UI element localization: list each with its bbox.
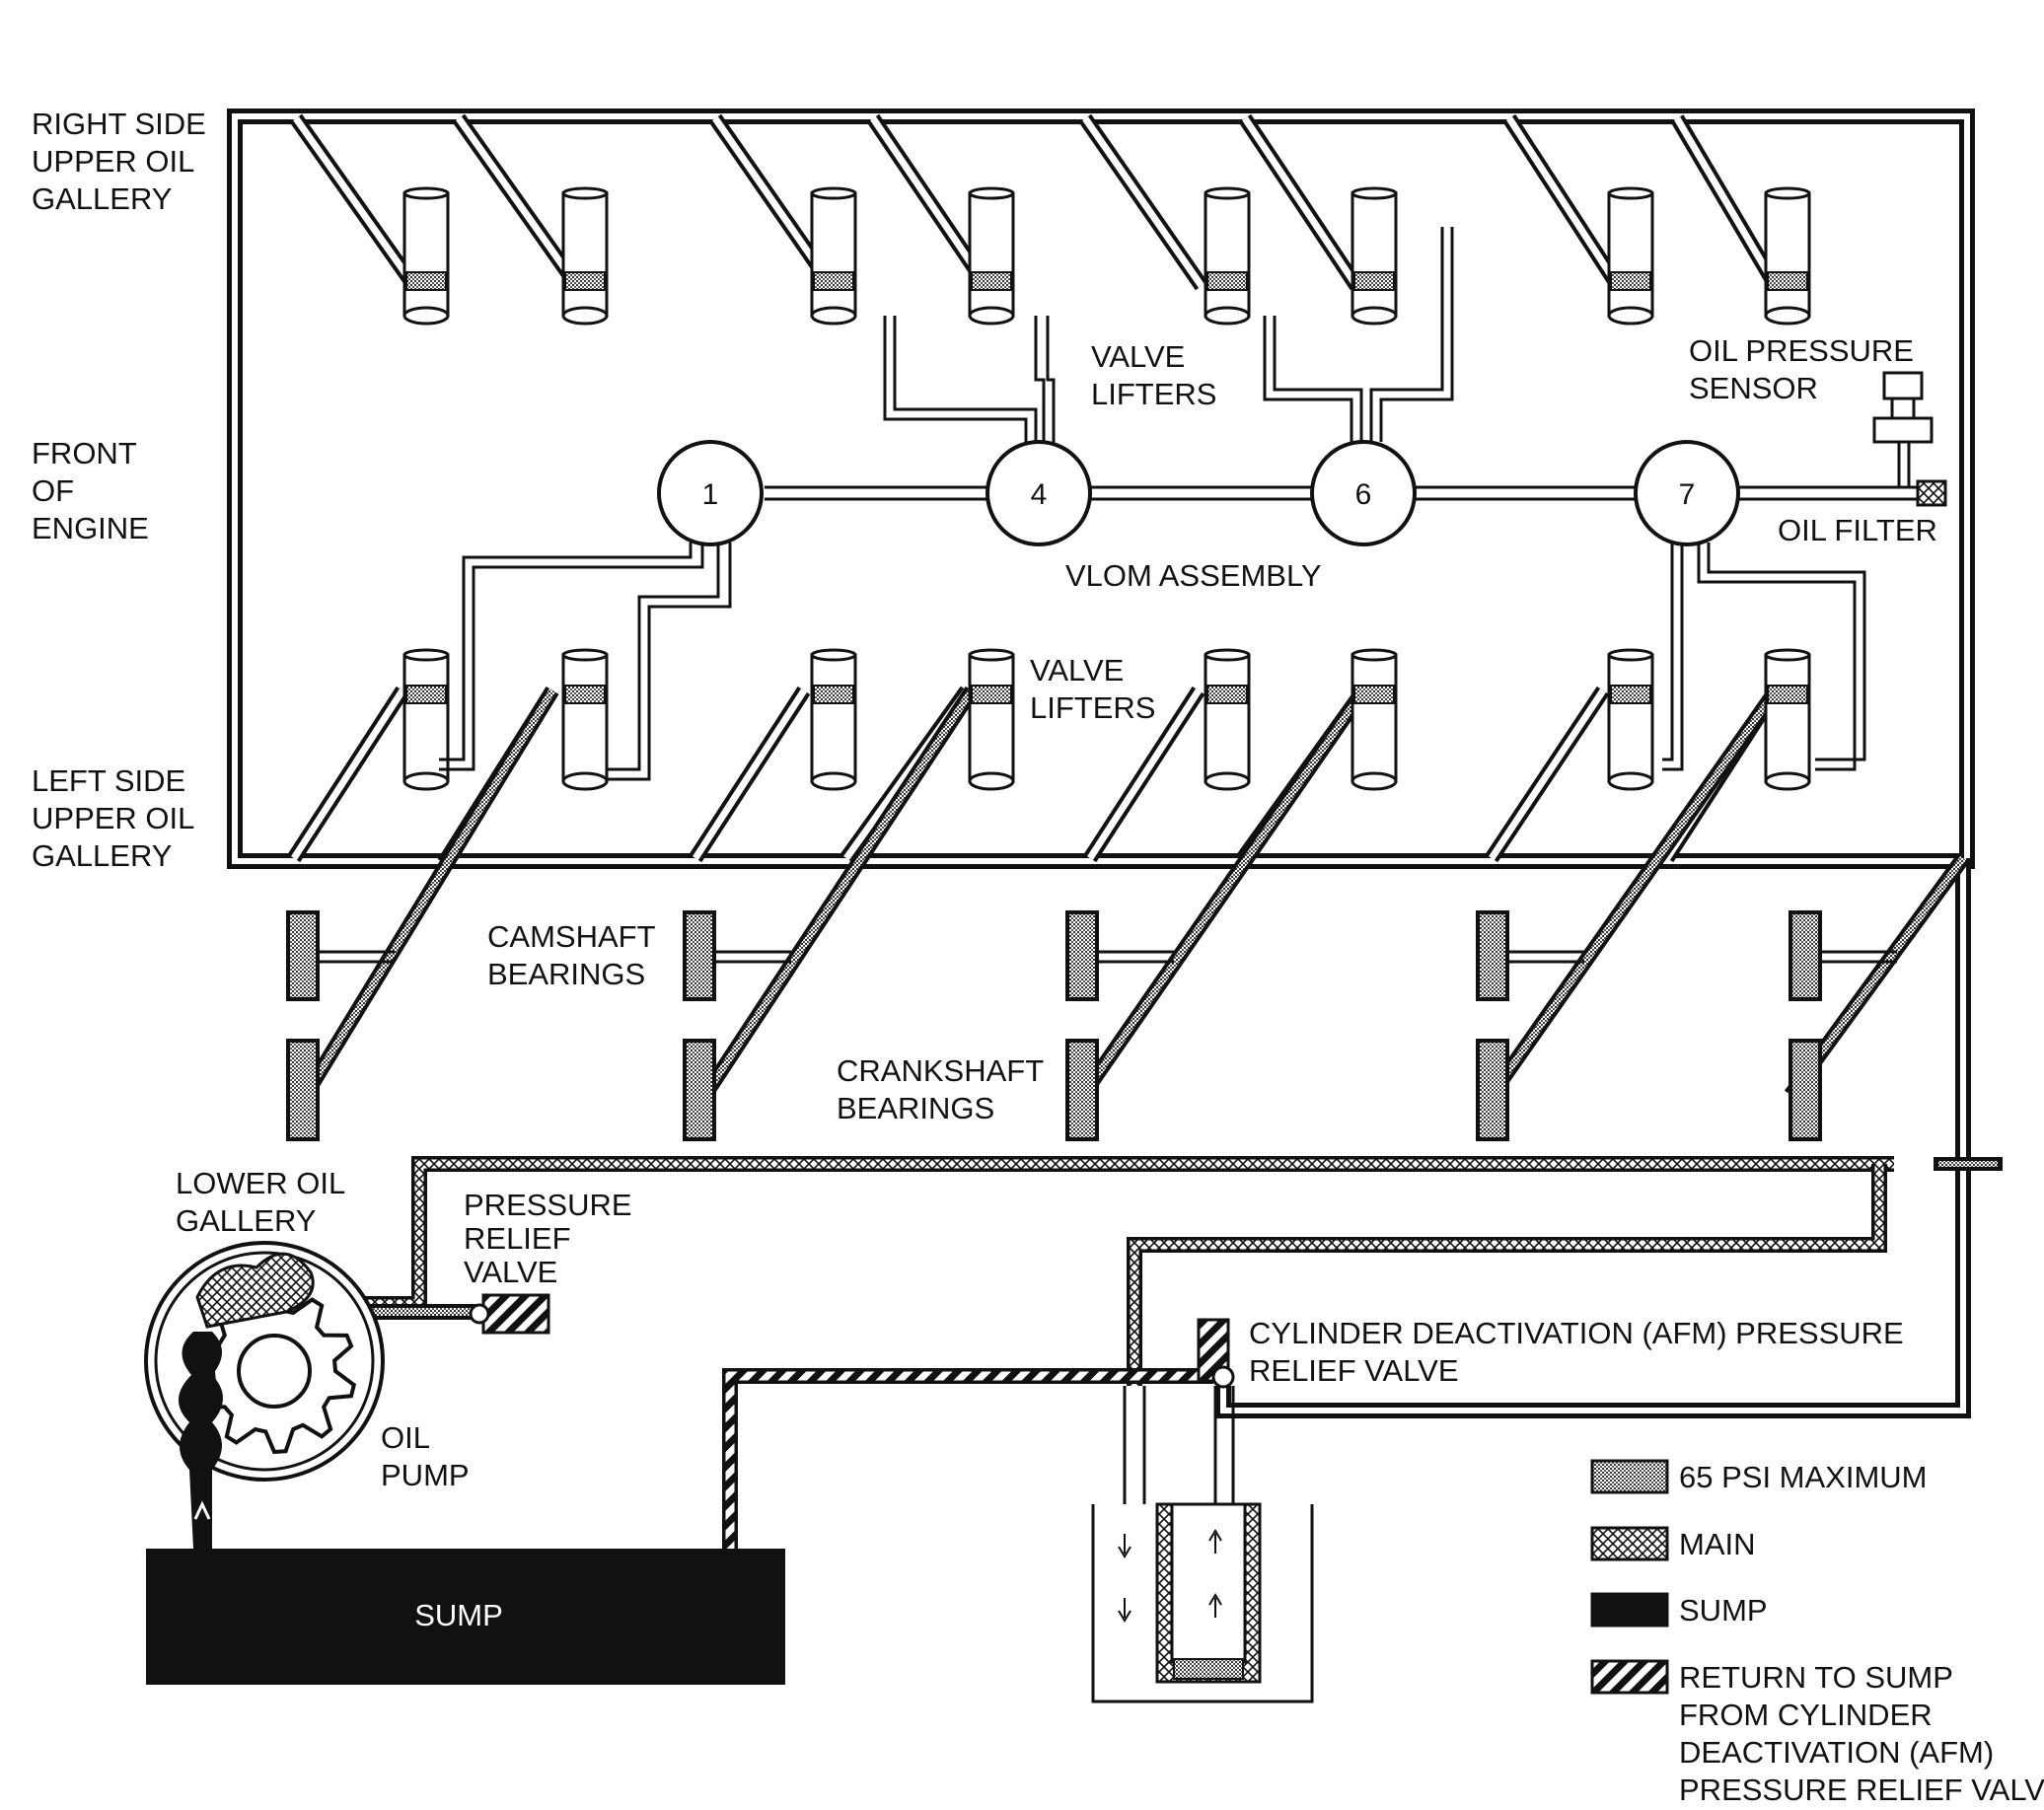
top-feed-8 — [1670, 114, 1783, 290]
label-crankshaft-bearings: CRANKSHAFT BEARINGS — [837, 1053, 1052, 1125]
bearing-feed-3 — [1076, 686, 1370, 1100]
legend-label: DEACTIVATION (AFM) — [1679, 1735, 1994, 1770]
label-pressure-relief-valve: PRESSURE RELIEF VALVE — [464, 1188, 640, 1289]
bearing-pair-2 — [683, 910, 791, 1141]
bearing-feed-4 — [1485, 686, 1783, 1100]
bottom-lifter-3 — [810, 648, 857, 791]
legend-item-solid: SUMP — [1590, 1592, 1768, 1628]
label-oil-filter: OIL FILTER — [1778, 513, 1937, 547]
oil-filter — [1916, 479, 1947, 507]
bottom-valve-lifters — [402, 648, 1811, 791]
bearings — [286, 910, 1897, 1141]
top-lifter-feeds — [289, 113, 1783, 291]
lower-diagonal-feeds — [287, 686, 1970, 1100]
top-lifter-2 — [561, 186, 609, 326]
bottom-lifter-4 — [968, 648, 1015, 791]
bearing-feed-2 — [698, 686, 979, 1100]
vlom-number: 7 — [1679, 478, 1696, 511]
bottom-lifter-7 — [1607, 648, 1654, 791]
afm-reservoir — [1091, 1386, 1314, 1703]
legend-item-dots: 65 PSI MAXIMUM — [1590, 1459, 1928, 1494]
low-feed-1 — [287, 686, 409, 863]
top-lifter-6 — [1350, 186, 1398, 326]
label-afm-relief-valve: CYLINDER DEACTIVATION (AFM) PRESSURE REL… — [1249, 1316, 1912, 1388]
legend: 65 PSI MAXIMUM MAIN SUMP RETURN TO SUMPFROM… — [1590, 1459, 2044, 1807]
vlom-number: 1 — [702, 478, 719, 511]
bottom-lifter-2 — [561, 648, 609, 791]
bearing-feed-1 — [299, 687, 559, 1099]
top-valve-lifters — [402, 186, 1811, 326]
vlom-circle-4: 4 — [986, 440, 1092, 546]
bottom-lifter-6 — [1350, 648, 1398, 791]
legend-swatch — [1590, 1592, 1669, 1628]
label-vlom-assembly: VLOM ASSEMBLY — [1065, 558, 1322, 593]
bottom-lifter-8 — [1764, 648, 1811, 791]
label-front-of-engine: FRONT OF ENGINE — [32, 436, 149, 545]
label-valve-lifters-bottom: VALVE LIFTERS — [1030, 653, 1155, 725]
label-oil-pump: OIL PUMP — [381, 1420, 470, 1492]
legend-swatch — [1590, 1526, 1669, 1561]
vlom-number: 4 — [1031, 478, 1048, 511]
label-valve-lifters-top: VALVE LIFTERS — [1091, 339, 1216, 411]
vlom-assembly: 1 4 6 7 — [657, 440, 1740, 546]
label-oil-pressure-sensor: OIL PRESSURE SENSOR — [1689, 333, 1923, 405]
legend-label: SUMP — [1679, 1593, 1768, 1628]
low-feed-5 — [1083, 686, 1205, 863]
bearing-pair-1 — [286, 910, 395, 1141]
label-lower-oil-gallery: LOWER OIL GALLERY — [176, 1166, 353, 1238]
top-feed-6 — [1238, 113, 1363, 291]
legend-label: MAIN — [1679, 1527, 1756, 1561]
sump: SUMP — [146, 1549, 785, 1685]
legend-swatch — [1590, 1459, 1669, 1494]
bottom-lifter-1 — [402, 648, 450, 791]
legend-label: PRESSURE RELIEF VALVE — [1679, 1773, 2044, 1807]
low-feed-3 — [689, 686, 811, 863]
low-feed-7 — [1485, 686, 1610, 863]
oil-pump — [144, 1241, 385, 1549]
top-lifter-8 — [1764, 186, 1811, 326]
top-feed-5 — [1078, 113, 1208, 291]
bearing-pair-5 — [1788, 910, 1897, 1141]
legend-swatch — [1590, 1659, 1669, 1695]
vlom-circle-6: 6 — [1310, 440, 1417, 546]
vlom-number: 6 — [1355, 478, 1372, 511]
legend-label: FROM CYLINDER — [1679, 1698, 1933, 1732]
bottom-lifter-5 — [1204, 648, 1251, 791]
vlom-circle-1: 1 — [657, 440, 764, 546]
top-lifter-5 — [1204, 186, 1251, 326]
diagram-labels: RIGHT SIDE UPPER OIL GALLERY FRONT OF EN… — [32, 107, 1937, 1492]
top-feed-7 — [1502, 113, 1625, 291]
top-lifter-3 — [810, 186, 857, 326]
top-lifter-1 — [402, 186, 450, 326]
bearing-pair-3 — [1065, 910, 1174, 1141]
top-feed-1 — [289, 113, 421, 291]
afm-pressure-relief-valve — [1197, 1318, 1235, 1389]
main-return-line — [1215, 858, 2003, 1418]
legend-label: RETURN TO SUMP — [1679, 1660, 1953, 1695]
vlom-circle-7: 7 — [1634, 440, 1740, 546]
top-feed-2 — [452, 113, 584, 291]
top-feed-4 — [866, 113, 993, 291]
top-lifter-4 — [968, 186, 1015, 326]
upper-gallery-frame — [227, 109, 1975, 869]
top-lifter-7 — [1607, 186, 1654, 326]
bearing-pair-4 — [1476, 910, 1584, 1141]
legend-item-cross: MAIN — [1590, 1526, 1756, 1561]
label-right-gallery: RIGHT SIDE UPPER OIL GALLERY — [32, 107, 214, 216]
sump-label: SUMP — [414, 1598, 503, 1632]
label-camshaft-bearings: CAMSHAFT BEARINGS — [487, 919, 664, 991]
oil-pressure-sensor — [1872, 371, 1934, 487]
label-left-gallery: LEFT SIDE UPPER OIL GALLERY — [32, 763, 202, 873]
legend-label: 65 PSI MAXIMUM — [1679, 1460, 1928, 1494]
vlom-manifold-lines — [439, 227, 1934, 781]
